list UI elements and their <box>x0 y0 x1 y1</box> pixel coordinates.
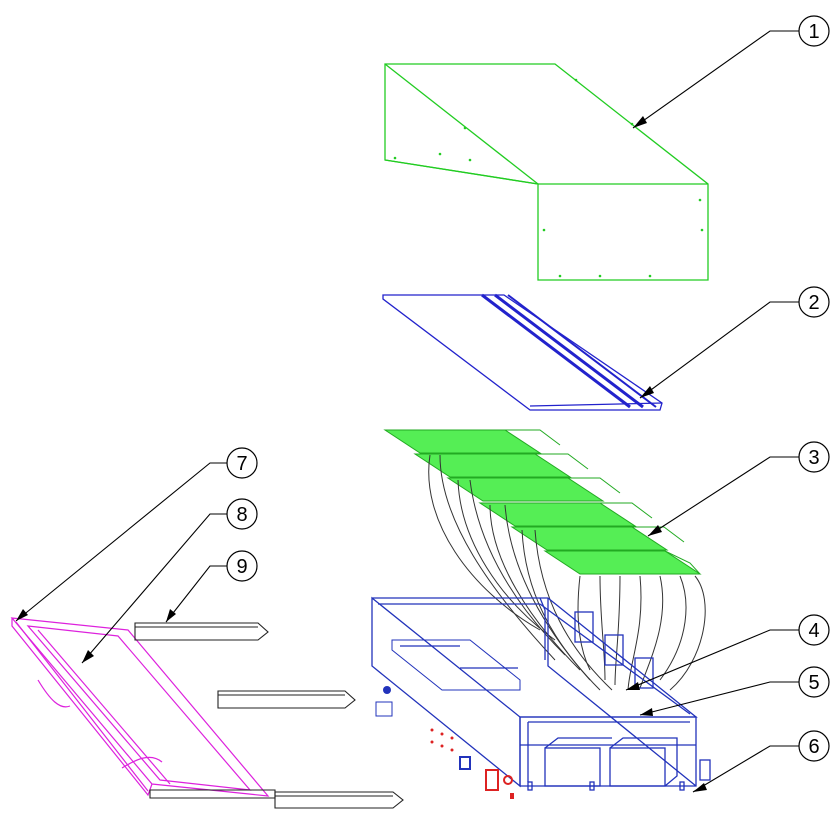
svg-text:7: 7 <box>236 453 247 475</box>
svg-text:6: 6 <box>808 736 819 758</box>
svg-text:4: 4 <box>808 620 819 642</box>
front-panel-controls <box>375 686 514 799</box>
svg-text:2: 2 <box>808 292 819 314</box>
top-cover <box>384 63 709 281</box>
callout-4: 4 <box>798 614 830 646</box>
callout-1: 1 <box>798 15 830 47</box>
callout-8: 8 <box>226 498 258 530</box>
callout-3: 3 <box>798 441 830 473</box>
svg-text:3: 3 <box>808 447 819 469</box>
tray-frame <box>10 617 270 797</box>
callout-2: 2 <box>798 286 830 318</box>
cover-plate <box>382 293 663 411</box>
svg-text:8: 8 <box>236 504 247 526</box>
callout-6: 6 <box>798 730 830 762</box>
svg-text:1: 1 <box>808 21 819 43</box>
circuit-boards <box>383 429 702 575</box>
slide-rails <box>134 622 404 809</box>
svg-text:5: 5 <box>808 672 819 694</box>
callout-7: 7 <box>226 447 258 479</box>
svg-text:9: 9 <box>236 556 247 578</box>
callout-5: 5 <box>798 666 830 698</box>
chassis <box>371 596 711 791</box>
arrowheads <box>16 116 707 792</box>
callout-9: 9 <box>226 550 258 582</box>
